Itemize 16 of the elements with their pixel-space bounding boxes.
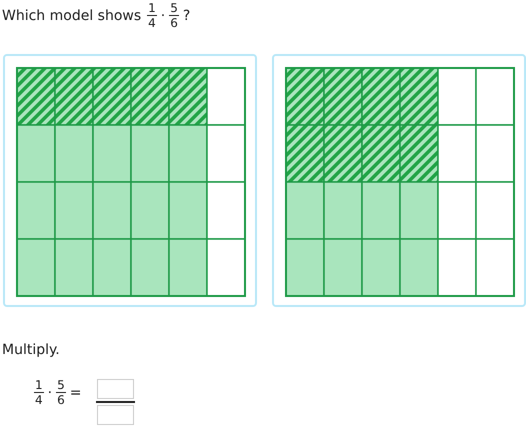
multiplication-dot: ·: [48, 385, 52, 401]
question-mark: ?: [182, 8, 190, 24]
numerator: 1: [147, 2, 157, 16]
answer-choice-card: [3, 54, 257, 307]
numerator: 5: [169, 2, 179, 16]
multiplication-dot: ·: [160, 8, 166, 24]
question-text: Which model shows: [2, 8, 142, 24]
denominator: 4: [35, 393, 43, 407]
instruction-text: Multiply.: [2, 342, 60, 358]
numerator: 5: [56, 379, 66, 393]
numerator: 1: [34, 379, 44, 393]
equals-sign: =: [70, 385, 82, 401]
denominator: 6: [170, 16, 178, 30]
denominator: 6: [57, 393, 65, 407]
answer-choice-card: [272, 54, 526, 307]
denominator: 4: [148, 16, 156, 30]
